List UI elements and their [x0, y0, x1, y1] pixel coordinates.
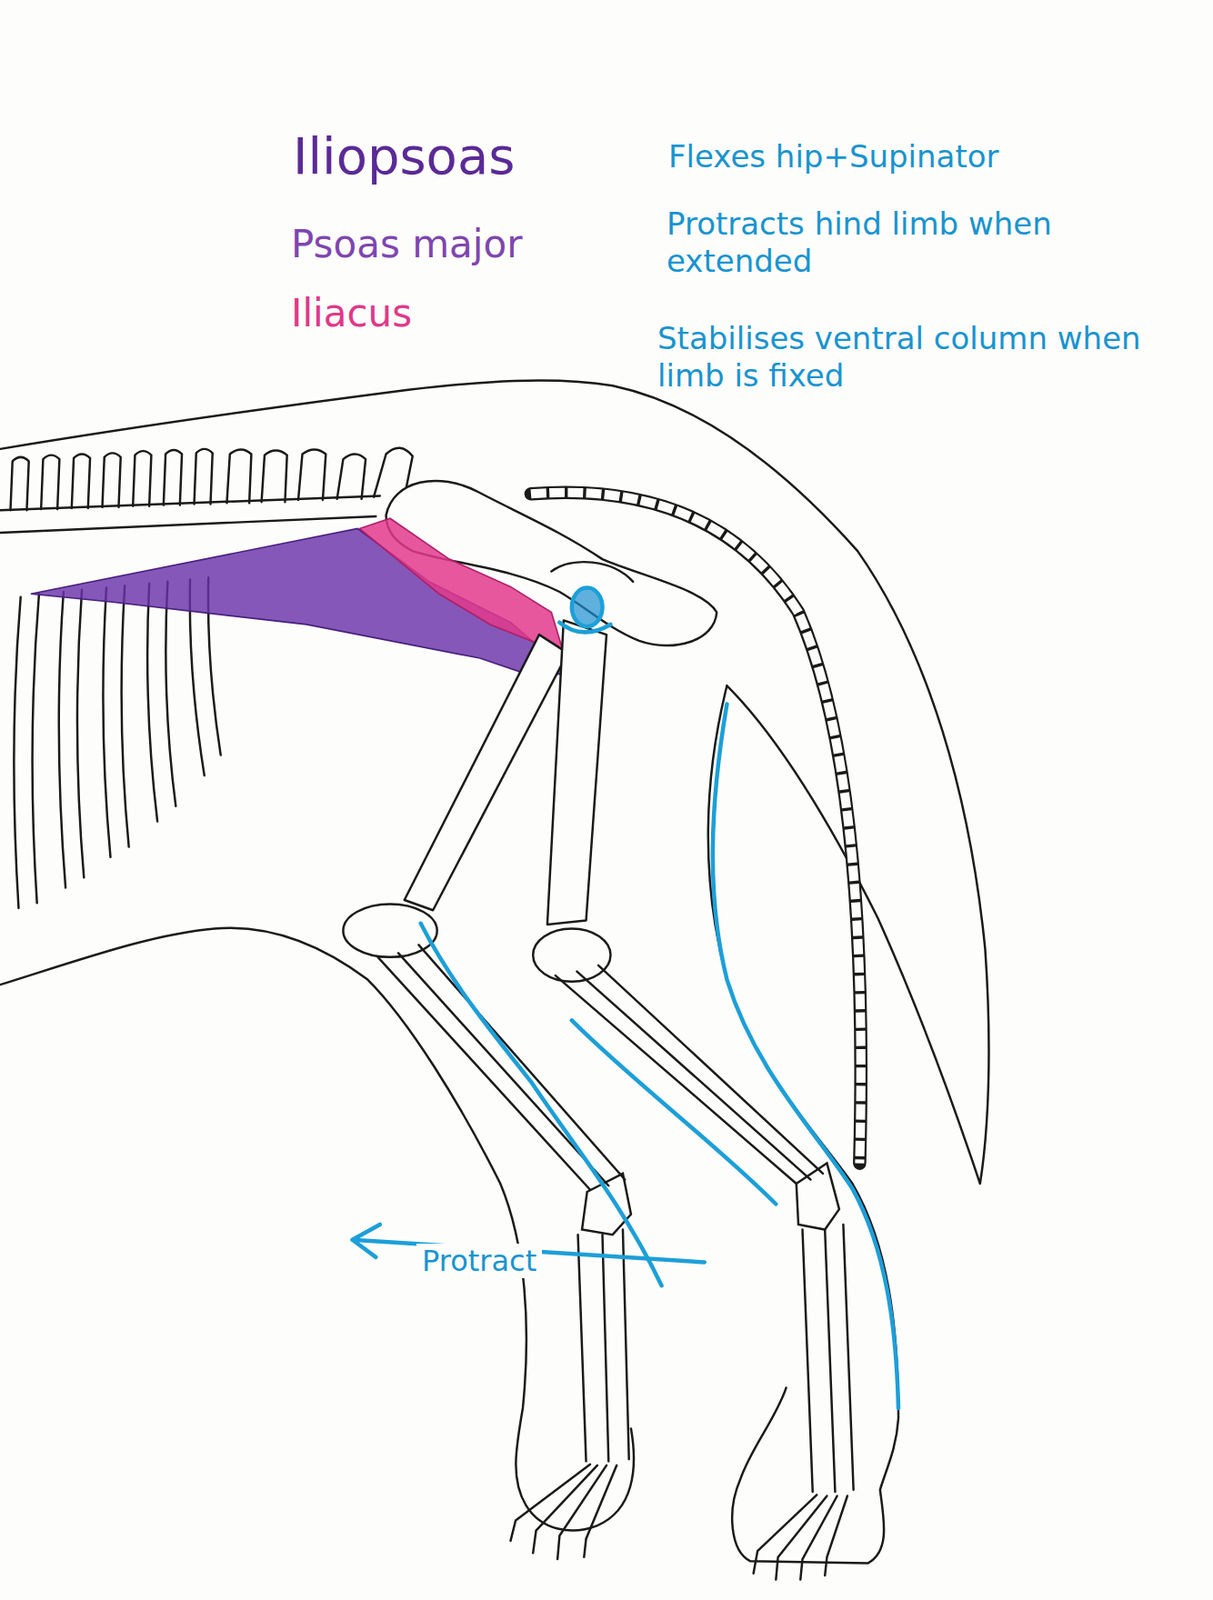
hind-limb-outline: [708, 685, 899, 1564]
muscle-name: Psoas major: [290, 221, 522, 268]
tibia: [555, 965, 823, 1184]
femur: [547, 620, 607, 924]
limb-line: [712, 703, 899, 1408]
muscle-name: Iliacus: [290, 290, 412, 337]
hock: [796, 1163, 840, 1231]
limb-line: [421, 923, 662, 1286]
tail-vertebrae: [531, 492, 862, 1164]
limb-belly-outline: [0, 928, 634, 1532]
arrow-label: Protract: [416, 1243, 542, 1279]
metatarsal: [578, 1230, 630, 1463]
phalanges: [753, 1494, 848, 1580]
ribs: [13, 577, 221, 909]
body-outline: [0, 380, 989, 1184]
metatarsal: [802, 1224, 854, 1493]
femur: [404, 634, 569, 911]
tail-vertebrae-gaps: [531, 492, 862, 1164]
phalanges: [510, 1464, 617, 1560]
iliacus-muscle: [359, 518, 563, 653]
function-note: Flexes hip+Supinator: [668, 138, 1000, 176]
hip-joint-mark: [571, 588, 603, 628]
title-text: Iliopsoas: [292, 125, 515, 187]
hock: [581, 1173, 632, 1235]
function-note: Protracts hind limb when extended: [666, 205, 1176, 281]
function-note: Stabilises ventral column when limb is f…: [657, 320, 1167, 395]
hip-mark-curve: [559, 622, 611, 633]
stifle-joint: [532, 928, 611, 982]
spinous-processes: [10, 448, 412, 512]
limb-line: [571, 1020, 776, 1204]
